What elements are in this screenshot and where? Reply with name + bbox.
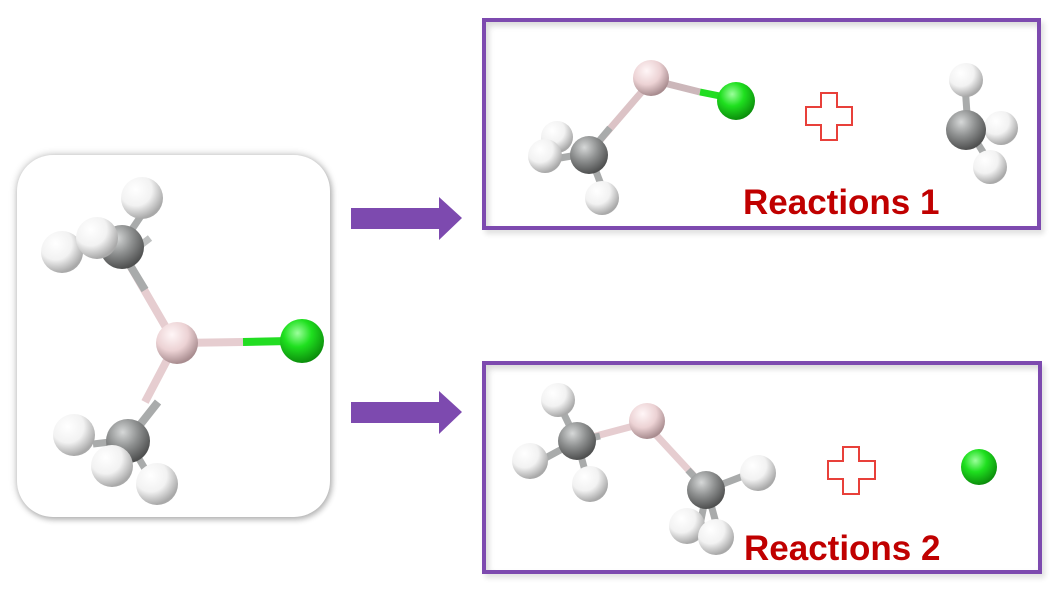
right-arrow-icon [351, 391, 462, 434]
hydrogen-atom [136, 463, 178, 505]
hydrogen-atom [121, 177, 163, 219]
hydrogen-atom [541, 383, 575, 417]
boron-atom [156, 322, 198, 364]
hydrogen-atom [53, 414, 95, 456]
hydrogen-atom [740, 455, 776, 491]
reaction-2-label: Reactions 2 [744, 529, 941, 568]
hydrogen-atom [76, 217, 118, 259]
chlorine-atom [961, 449, 997, 485]
carbon-atom [946, 110, 986, 150]
chlorine-atom [717, 82, 755, 120]
reactant-molecule [41, 177, 324, 505]
reaction-1-product-ch3 [946, 63, 1018, 184]
boron-atom [629, 403, 665, 439]
hydrogen-atom [572, 466, 608, 502]
reaction-1-product-ch3bcl [528, 60, 755, 215]
right-arrow-icon [351, 197, 462, 240]
hydrogen-atom [698, 519, 734, 555]
plus-outline-icon [805, 92, 853, 141]
hydrogen-atom [91, 445, 133, 487]
reaction-1-label: Reactions 1 [743, 183, 940, 222]
carbon-atom [558, 422, 596, 460]
hydrogen-atom [669, 508, 705, 544]
hydrogen-atom [512, 443, 548, 479]
hydrogen-atom [984, 111, 1018, 145]
boron-atom [633, 60, 669, 96]
plus-outline-icon [827, 446, 876, 495]
chlorine-atom [280, 319, 324, 363]
carbon-atom [687, 471, 725, 509]
hydrogen-atom [528, 139, 562, 173]
hydrogen-atom [585, 181, 619, 215]
hydrogen-atom [41, 231, 83, 273]
carbon-atom [570, 136, 608, 174]
hydrogen-atom [949, 63, 983, 97]
hydrogen-atom [973, 150, 1007, 184]
reaction-2-product-ch3bch3 [512, 383, 776, 555]
